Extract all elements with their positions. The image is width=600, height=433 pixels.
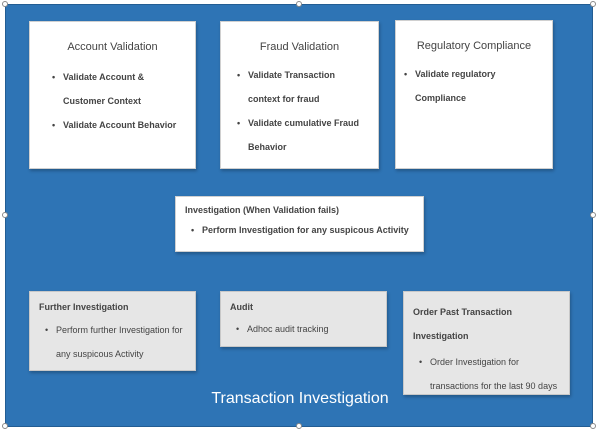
further-investigation-item: Perform further Investigation for any su…: [43, 318, 186, 366]
resize-handle-middle-left[interactable]: [2, 212, 8, 218]
account-validation-item: Validate Account Behavior: [50, 113, 183, 137]
audit-item: Adhoc audit tracking: [234, 317, 377, 341]
regulatory-compliance-item: Validate regulatory Compliance: [402, 62, 546, 110]
investigation-box[interactable]: Investigation (When Validation fails) Pe…: [175, 196, 424, 252]
account-validation-title: Account Validation: [67, 41, 158, 53]
audit-title: Audit: [230, 302, 253, 312]
further-investigation-title: Further Investigation: [39, 302, 129, 312]
investigation-item: Perform Investigation for any suspicous …: [189, 218, 414, 242]
fraud-validation-item: Validate cumulative Fraud Behavior: [235, 111, 366, 159]
container-title: Transaction Investigation: [211, 390, 389, 407]
fraud-validation-title: Fraud Validation: [259, 41, 340, 53]
order-past-transaction-box[interactable]: Order Past Transaction Investigation Ord…: [403, 291, 570, 395]
resize-handle-top-right[interactable]: [590, 1, 596, 7]
account-validation-box[interactable]: Account Validation Validate Account & Cu…: [29, 21, 196, 169]
regulatory-compliance-title: Regulatory Compliance: [416, 40, 532, 52]
further-investigation-box[interactable]: Further Investigation Perform further In…: [29, 291, 196, 371]
resize-handle-bottom-center[interactable]: [296, 423, 302, 429]
order-past-transaction-item: Order Investigation for transactions for…: [417, 350, 560, 398]
account-validation-item: Validate Account & Customer Context: [50, 65, 183, 113]
audit-box[interactable]: Audit Adhoc audit tracking: [220, 291, 387, 347]
resize-handle-top-left[interactable]: [2, 1, 8, 7]
regulatory-compliance-box[interactable]: Regulatory Compliance Validate regulator…: [395, 20, 553, 169]
resize-handle-top-center[interactable]: [296, 1, 302, 7]
investigation-title: Investigation (When Validation fails): [185, 205, 340, 215]
resize-handle-middle-right[interactable]: [590, 212, 596, 218]
order-past-transaction-title: Order Past Transaction Investigation: [413, 307, 513, 341]
fraud-validation-box[interactable]: Fraud Validation Validate Transaction co…: [220, 21, 379, 169]
fraud-validation-item: Validate Transaction context for fraud: [235, 63, 366, 111]
resize-handle-bottom-right[interactable]: [590, 423, 596, 429]
resize-handle-bottom-left[interactable]: [2, 423, 8, 429]
